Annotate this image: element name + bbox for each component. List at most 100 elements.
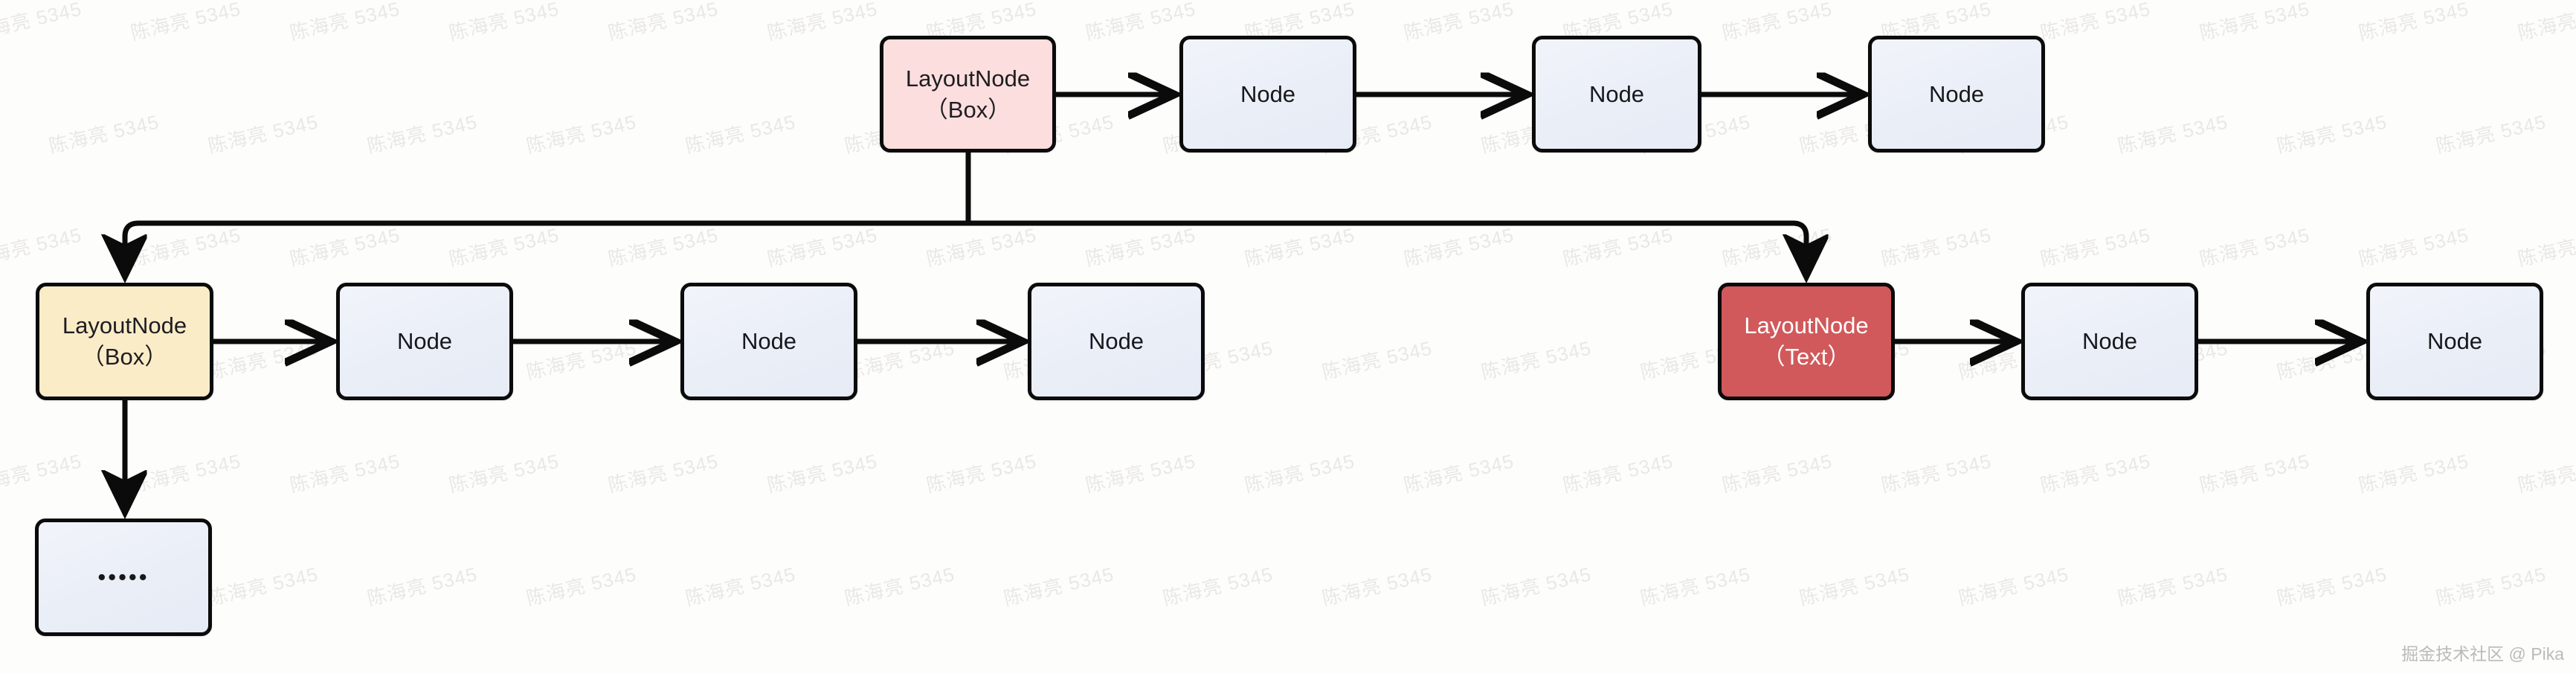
- edge-branch-left: [125, 220, 968, 274]
- watermark-tile: 陈海亮 5345: [128, 223, 243, 271]
- node-r1-c[interactable]: Node: [1868, 36, 2045, 153]
- attribution-watermark: 掘金技术社区 @ Pika: [2401, 644, 2564, 664]
- watermark-tile: 陈海亮 5345: [2038, 449, 2153, 497]
- watermark-tile: 陈海亮 5345: [842, 336, 957, 384]
- node-layoutnode-text-right[interactable]: LayoutNode （Text）: [1718, 283, 1895, 400]
- watermark-tile: 陈海亮 5345: [2515, 449, 2576, 497]
- watermark-tile: 陈海亮 5345: [1242, 223, 1357, 271]
- node-r2-b[interactable]: Node: [680, 283, 857, 400]
- node-layoutnode-box-root[interactable]: LayoutNode （Box）: [880, 36, 1056, 153]
- node-label-line1: Node: [2081, 328, 2138, 355]
- node-label-line1: Node: [1588, 80, 1645, 107]
- node-label-line1: LayoutNode: [905, 65, 1031, 92]
- watermark-tile: 陈海亮 5345: [0, 0, 84, 45]
- watermark-tile: 陈海亮 5345: [1560, 223, 1675, 271]
- watermark-tile: 陈海亮 5345: [1083, 449, 1198, 497]
- watermark-tile: 陈海亮 5345: [446, 449, 561, 497]
- watermark-tile: 陈海亮 5345: [2038, 223, 2153, 271]
- node-ellipsis[interactable]: •••••: [35, 519, 212, 636]
- watermark-tile: 陈海亮 5345: [605, 223, 721, 271]
- watermark-tile: 陈海亮 5345: [1160, 562, 1275, 610]
- watermark-tile: 陈海亮 5345: [1719, 0, 1835, 45]
- watermark-tile: 陈海亮 5345: [2038, 0, 2153, 45]
- watermark-tile: 陈海亮 5345: [287, 223, 402, 271]
- node-label-line1: LayoutNode: [1744, 312, 1869, 339]
- watermark-tile: 陈海亮 5345: [1638, 562, 1753, 610]
- watermark-tile: 陈海亮 5345: [1401, 223, 1516, 271]
- node-r1-b[interactable]: Node: [1532, 36, 1701, 153]
- watermark-tile: 陈海亮 5345: [205, 562, 321, 610]
- watermark-tile: 陈海亮 5345: [683, 562, 798, 610]
- watermark-tile: 陈海亮 5345: [0, 562, 2, 609]
- edge-branch-right: [968, 220, 1806, 274]
- watermark-tile: 陈海亮 5345: [0, 110, 2, 157]
- node-label-line2: （Box）: [924, 96, 1011, 123]
- node-layoutnode-box-left[interactable]: LayoutNode （Box）: [36, 283, 213, 400]
- watermark-tile: 陈海亮 5345: [2197, 449, 2312, 497]
- watermark-tile: 陈海亮 5345: [2433, 562, 2548, 610]
- node-r2-e[interactable]: Node: [2366, 283, 2543, 400]
- node-label-line1: Node: [396, 328, 453, 355]
- watermark-tile: 陈海亮 5345: [2515, 0, 2576, 45]
- watermark-tile: 陈海亮 5345: [1083, 223, 1198, 271]
- watermark-tile: 陈海亮 5345: [1083, 0, 1198, 45]
- watermark-tile: 陈海亮 5345: [2115, 562, 2230, 610]
- watermark-tile: 陈海亮 5345: [1401, 0, 1516, 45]
- watermark-tile: 陈海亮 5345: [287, 449, 402, 497]
- watermark-tile: 陈海亮 5345: [1401, 449, 1516, 497]
- node-label-line1: Node: [1088, 328, 1144, 355]
- watermark-tile: 陈海亮 5345: [764, 223, 880, 271]
- node-label-line1: LayoutNode: [62, 312, 187, 339]
- watermark-tile: 陈海亮 5345: [1956, 562, 2071, 610]
- watermark-tile: 陈海亮 5345: [1478, 562, 1594, 610]
- watermark-tile: 陈海亮 5345: [1478, 336, 1594, 384]
- watermark-tile: 陈海亮 5345: [1242, 449, 1357, 497]
- watermark-tile: 陈海亮 5345: [0, 223, 84, 271]
- watermark-tile: 陈海亮 5345: [524, 110, 639, 158]
- watermark-tile: 陈海亮 5345: [2356, 0, 2471, 45]
- watermark-tile: 陈海亮 5345: [764, 449, 880, 497]
- node-r2-a[interactable]: Node: [336, 283, 513, 400]
- watermark-tile: 陈海亮 5345: [364, 562, 480, 610]
- watermark-tile: 陈海亮 5345: [364, 110, 480, 158]
- watermark-tile: 陈海亮 5345: [605, 449, 721, 497]
- node-label-line1: Node: [1928, 80, 1985, 107]
- watermark-tile: 陈海亮 5345: [205, 110, 321, 158]
- watermark-tile: 陈海亮 5345: [1878, 449, 1994, 497]
- watermark-tile: 陈海亮 5345: [605, 0, 721, 45]
- watermark-tile: 陈海亮 5345: [2274, 110, 2389, 158]
- watermark-tile: 陈海亮 5345: [2433, 110, 2548, 158]
- watermark-tile: 陈海亮 5345: [2356, 223, 2471, 271]
- node-r2-d[interactable]: Node: [2021, 283, 2198, 400]
- watermark-tile: 陈海亮 5345: [1719, 449, 1835, 497]
- watermark-tile: 陈海亮 5345: [205, 336, 321, 384]
- watermark-tile: 陈海亮 5345: [842, 562, 957, 610]
- watermark-tile: 陈海亮 5345: [128, 449, 243, 497]
- watermark-tile: 陈海亮 5345: [1560, 449, 1675, 497]
- watermark-tile: 陈海亮 5345: [524, 562, 639, 610]
- node-r2-c[interactable]: Node: [1028, 283, 1205, 400]
- watermark-tile: 陈海亮 5345: [287, 0, 402, 45]
- watermark-tile: 陈海亮 5345: [1878, 223, 1994, 271]
- watermark-tile: 陈海亮 5345: [2274, 562, 2389, 610]
- watermark-tile: 陈海亮 5345: [2197, 223, 2312, 271]
- watermark-tile: 陈海亮 5345: [2197, 0, 2312, 45]
- watermark-tile: 陈海亮 5345: [0, 449, 84, 497]
- watermark-tile: 陈海亮 5345: [2115, 110, 2230, 158]
- watermark-tile: 陈海亮 5345: [2356, 449, 2471, 497]
- watermark-tile: 陈海亮 5345: [1001, 562, 1116, 610]
- watermark-tile: 陈海亮 5345: [446, 0, 561, 45]
- watermark-tile: 陈海亮 5345: [128, 0, 243, 45]
- watermark-tile: 陈海亮 5345: [764, 0, 880, 45]
- watermark-tile: 陈海亮 5345: [446, 223, 561, 271]
- watermark-tile: 陈海亮 5345: [1797, 562, 1912, 610]
- watermark-tile: 陈海亮 5345: [524, 336, 639, 384]
- watermark-tile: 陈海亮 5345: [1319, 562, 1434, 610]
- node-label-line1: Node: [2427, 328, 2483, 355]
- node-label-line1: Node: [1240, 80, 1296, 107]
- watermark-tile: 陈海亮 5345: [1319, 336, 1434, 384]
- watermark-tile: 陈海亮 5345: [924, 223, 1039, 271]
- node-r1-a[interactable]: Node: [1179, 36, 1356, 153]
- watermark-tile: 陈海亮 5345: [2515, 223, 2576, 271]
